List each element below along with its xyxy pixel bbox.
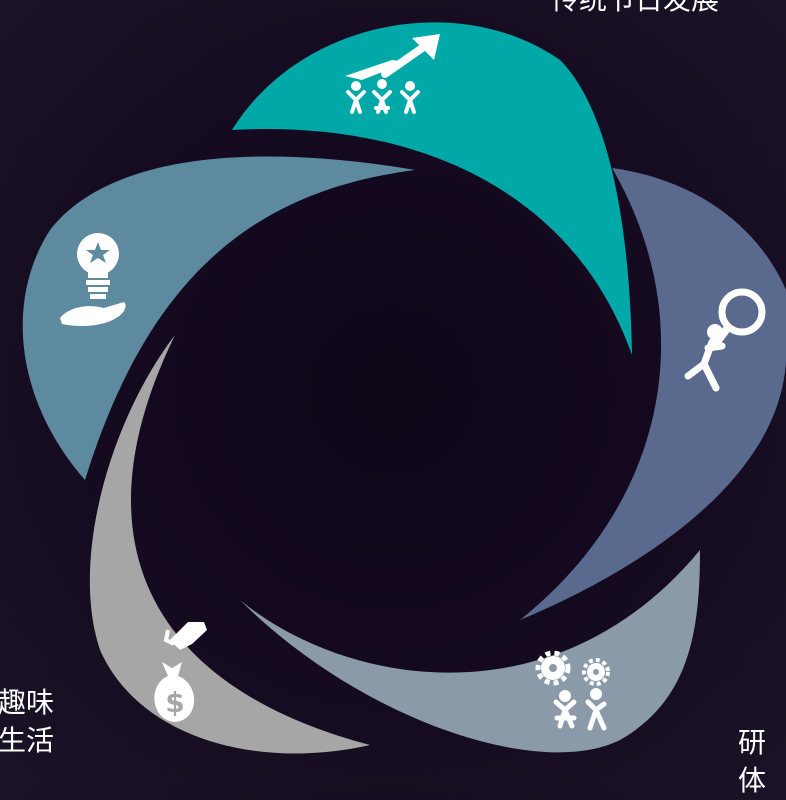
search-person-icon (684, 288, 766, 392)
right-label-line-2: 体 (738, 764, 767, 797)
idea-bulb-icon (60, 233, 126, 326)
petal-steel (240, 550, 700, 753)
cycle-diagram: $ (22, 22, 786, 754)
petal-blue (22, 156, 415, 480)
money-bag-icon: $ (154, 622, 207, 722)
top-label: 传统节日发展 (551, 0, 719, 19)
left-label-line-2: 生活 (0, 724, 55, 757)
petal-gray (89, 335, 370, 754)
petal-slate (520, 168, 786, 620)
right-label-line-1: 研 (738, 726, 767, 759)
right-label: 研 体 (738, 724, 766, 800)
left-label: 趣味 生活 (0, 684, 54, 760)
gear-team-icon (535, 650, 610, 731)
left-label-line-1: 趣味 (0, 686, 55, 719)
petal-teal (232, 22, 632, 355)
growth-team-icon (345, 34, 440, 114)
svg-text:$: $ (165, 686, 184, 719)
